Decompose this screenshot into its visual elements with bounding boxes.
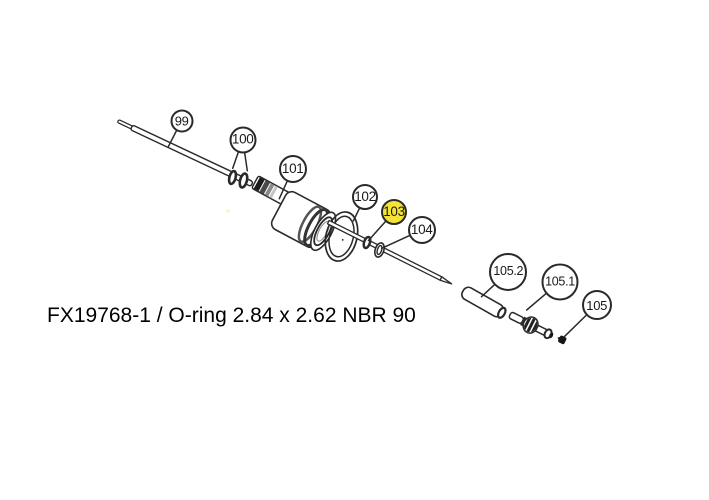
callout-105[interactable]: 105: [581, 290, 612, 320]
callout-label: 105.2: [493, 264, 524, 279]
part-pin-105-1: [508, 311, 554, 340]
part-oring-102: [324, 211, 359, 262]
callout-label: 103: [383, 204, 405, 220]
callout-99[interactable]: 99: [170, 109, 194, 133]
callout-label: 100: [231, 131, 254, 147]
leader-lines: [167, 130, 587, 338]
callout-102[interactable]: 102: [352, 183, 378, 210]
part-nut-105: [557, 335, 567, 345]
callout-103[interactable]: 103: [381, 199, 407, 225]
stray-mark: [226, 209, 230, 213]
callout-100[interactable]: 100: [229, 126, 257, 153]
callout-label: 105: [586, 297, 608, 313]
part-retaining-rings-100: [227, 169, 249, 189]
callout-104[interactable]: 104: [407, 216, 436, 244]
callout-101[interactable]: 101: [278, 155, 307, 183]
part-caption: FX19768-1 / O-ring 2.84 x 2.62 NBR 90: [47, 304, 416, 327]
callout-label: 105.1: [545, 274, 575, 289]
callout-label: 99: [174, 113, 189, 129]
part-rod-99: [117, 119, 254, 187]
callout-label: 101: [281, 161, 304, 177]
callout-label: 104: [410, 222, 433, 238]
callout-label: 102: [354, 188, 376, 204]
callout-105-1[interactable]: 105.1: [541, 263, 579, 301]
part-tube-105-2: [461, 286, 507, 319]
part-washer-104: [374, 242, 385, 258]
callout-105-2[interactable]: 105.2: [489, 252, 528, 291]
